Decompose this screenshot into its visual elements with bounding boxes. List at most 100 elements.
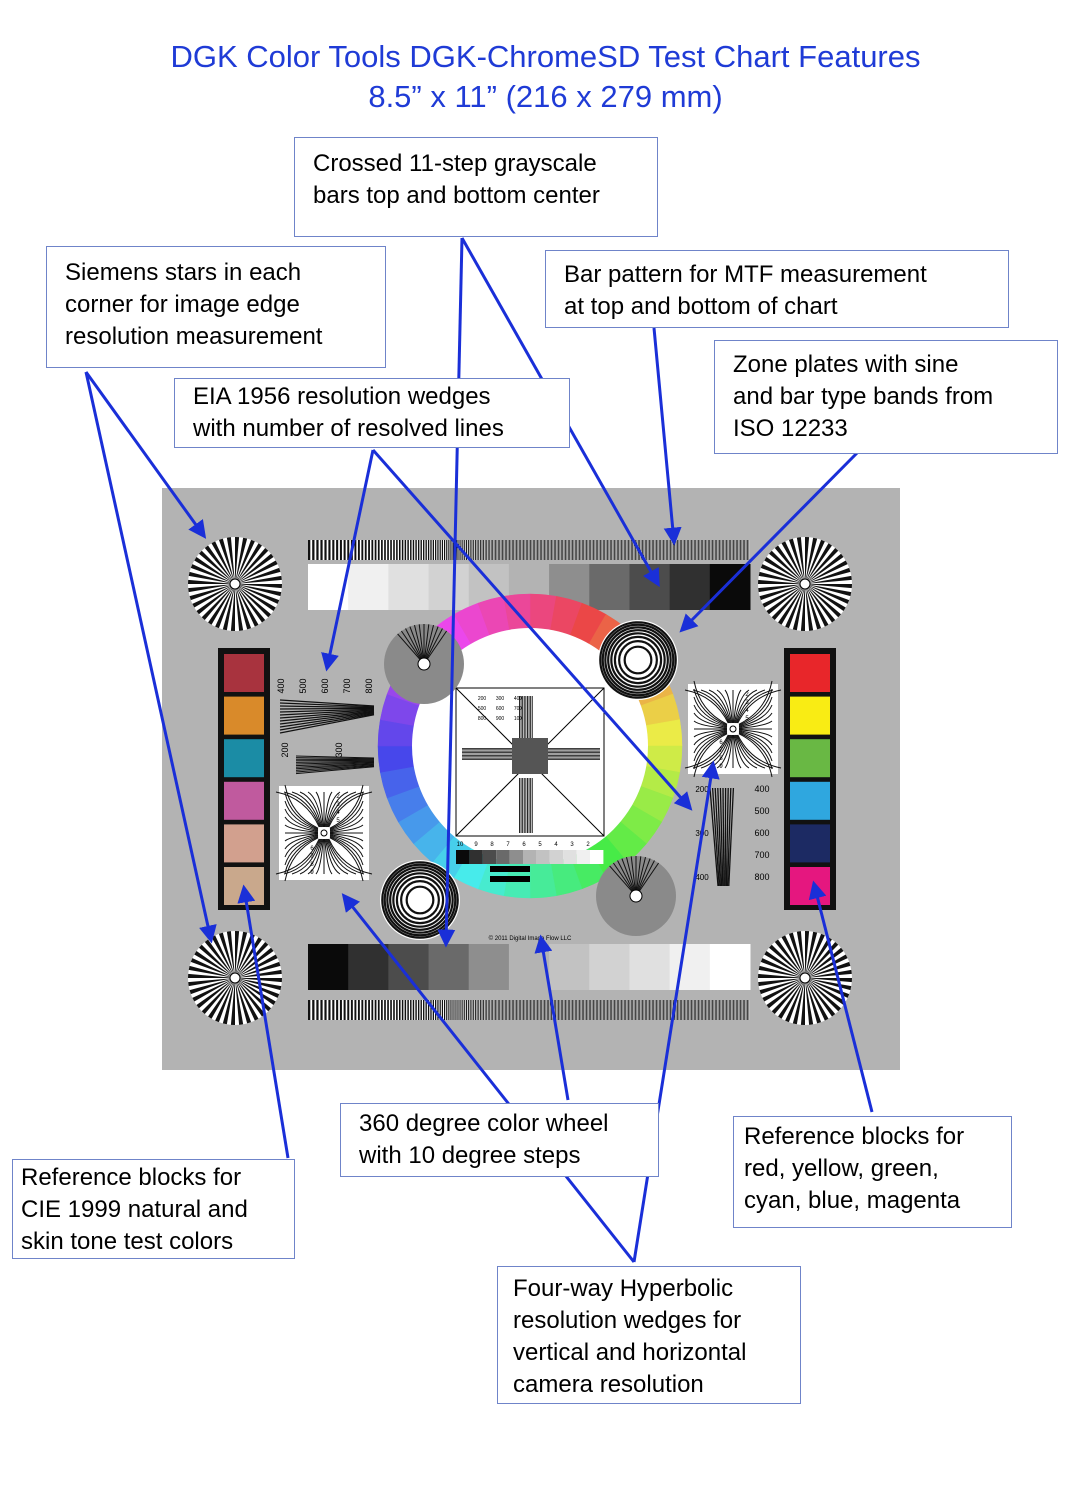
bar-pattern-bar bbox=[671, 1000, 673, 1020]
bar-pattern-bar bbox=[458, 1000, 460, 1020]
siemens-star-spoke bbox=[235, 584, 282, 597]
bar-pattern-bar bbox=[387, 1000, 389, 1020]
center-grayscale-step bbox=[509, 850, 523, 864]
bar-pattern-bar bbox=[566, 1000, 568, 1020]
hyperbolic-line bbox=[327, 791, 365, 828]
bar-pattern-bar bbox=[712, 540, 713, 560]
bar-pattern-bar bbox=[499, 540, 501, 560]
bar-pattern-bar bbox=[474, 1000, 476, 1020]
center-wedge-bar bbox=[522, 778, 524, 833]
bar-pattern-bar bbox=[396, 1000, 398, 1020]
bar-pattern-bar bbox=[720, 540, 722, 560]
callout-siemens-line: corner for image edge bbox=[65, 291, 300, 318]
bar-pattern-bar bbox=[678, 540, 680, 560]
bar-pattern-bar bbox=[604, 540, 606, 560]
siemens-star-spoke bbox=[190, 958, 235, 978]
center-wedge-bar bbox=[540, 750, 600, 752]
bar-pattern-bar bbox=[401, 1000, 404, 1020]
bar-pattern-bar bbox=[381, 540, 383, 560]
bar-pattern-bar bbox=[576, 540, 578, 560]
color-swatch bbox=[224, 867, 264, 905]
bar-pattern-bar bbox=[525, 540, 527, 560]
half-plate-center bbox=[629, 889, 643, 903]
siemens-star-spoke bbox=[800, 978, 805, 1025]
bar-pattern-bar bbox=[466, 1000, 468, 1020]
siemens-star-spoke bbox=[208, 978, 235, 1019]
bar-pattern-bar bbox=[621, 1000, 622, 1020]
bar-pattern-bar bbox=[473, 540, 475, 560]
bar-pattern-bar bbox=[663, 1000, 664, 1020]
bar-pattern-bar bbox=[703, 540, 705, 560]
siemens-star-spoke bbox=[785, 978, 805, 1023]
bar-pattern-bar bbox=[625, 1000, 627, 1020]
hyperbolic-line bbox=[315, 838, 324, 875]
bar-pattern-bar bbox=[681, 540, 683, 560]
bar-pattern-bar bbox=[542, 1000, 544, 1020]
bar-pattern-bar bbox=[509, 540, 510, 560]
bar-pattern-bar bbox=[706, 1000, 708, 1020]
bar-pattern-bar bbox=[364, 1000, 367, 1020]
bar-pattern-bar bbox=[649, 540, 650, 560]
hyperbolic-line bbox=[283, 838, 321, 875]
hyperbolic-label: 5 bbox=[336, 818, 340, 824]
hyperbolic-line bbox=[736, 689, 774, 724]
color-swatch bbox=[790, 867, 830, 905]
eia-wedge-line bbox=[295, 760, 375, 763]
color-swatch bbox=[224, 654, 264, 692]
bar-pattern-bar bbox=[748, 540, 750, 560]
bar-pattern-bar bbox=[572, 540, 573, 560]
center-grayscale-step bbox=[563, 850, 577, 864]
callout-zone-plates: Zone plates with sine and bar type bands… bbox=[714, 340, 1058, 454]
bar-pattern-bar bbox=[569, 1000, 571, 1020]
bar-pattern-bar bbox=[705, 540, 706, 560]
grayscale-step bbox=[589, 564, 630, 610]
hyperbolic-line bbox=[325, 838, 341, 875]
bar-pattern-bar bbox=[516, 540, 517, 560]
bar-pattern-bar bbox=[556, 1000, 558, 1020]
bar-pattern-bar bbox=[747, 540, 748, 560]
callout-rgb-blocks: Reference blocks for red, yellow, green,… bbox=[733, 1116, 1012, 1228]
bar-pattern-bar bbox=[530, 1000, 531, 1020]
bar-pattern-bar bbox=[748, 1000, 750, 1020]
bar-pattern-bar bbox=[466, 540, 468, 560]
bar-pattern-bar bbox=[579, 1000, 580, 1020]
bar-pattern-bar bbox=[709, 1000, 711, 1020]
bar-pattern-bar bbox=[689, 540, 691, 560]
cie-reference-blocks bbox=[218, 648, 270, 910]
bar-pattern-bar bbox=[350, 540, 353, 560]
bar-pattern-bar bbox=[524, 540, 526, 560]
bar-pattern-bar bbox=[696, 1000, 698, 1020]
bar-pattern-bar bbox=[679, 1000, 681, 1020]
siemens-star-center bbox=[229, 972, 241, 984]
center-wedge-bar bbox=[523, 778, 525, 833]
bar-pattern-bar bbox=[423, 540, 425, 560]
bar-pattern-bar bbox=[339, 1000, 342, 1020]
siemens-star-spoke bbox=[235, 543, 262, 584]
hyperbolic-line bbox=[299, 838, 323, 875]
eia-scale-label: 400 bbox=[754, 784, 769, 794]
hyperbolic-line bbox=[275, 838, 320, 875]
siemens-star-spoke bbox=[805, 978, 814, 1025]
bar-pattern-bar bbox=[607, 540, 608, 560]
bar-pattern-bar bbox=[609, 1000, 611, 1020]
hyperbolic-line bbox=[734, 689, 758, 724]
bar-pattern-bar bbox=[724, 1000, 726, 1020]
eia-scale-label: 600 bbox=[320, 678, 330, 693]
hyperbolic-line bbox=[693, 730, 728, 746]
bar-pattern-bar bbox=[612, 1000, 614, 1020]
bar-pattern-bar bbox=[698, 540, 699, 560]
siemens-star-spoke bbox=[226, 537, 235, 584]
bar-pattern-bar bbox=[387, 540, 389, 560]
eia-scale-label: 300 bbox=[695, 829, 709, 838]
bar-pattern-bar bbox=[507, 540, 509, 560]
bar-pattern-bar bbox=[594, 540, 596, 560]
bar-pattern-bar bbox=[706, 540, 708, 560]
siemens-star-spoke bbox=[211, 935, 235, 978]
bar-pattern-bar bbox=[714, 540, 716, 560]
bar-pattern-bar bbox=[493, 1000, 495, 1020]
bar-pattern-bar bbox=[454, 1000, 456, 1020]
center-black-bar bbox=[490, 866, 530, 872]
bar-pattern-bar bbox=[471, 1000, 473, 1020]
bar-pattern-bar bbox=[716, 1000, 718, 1020]
